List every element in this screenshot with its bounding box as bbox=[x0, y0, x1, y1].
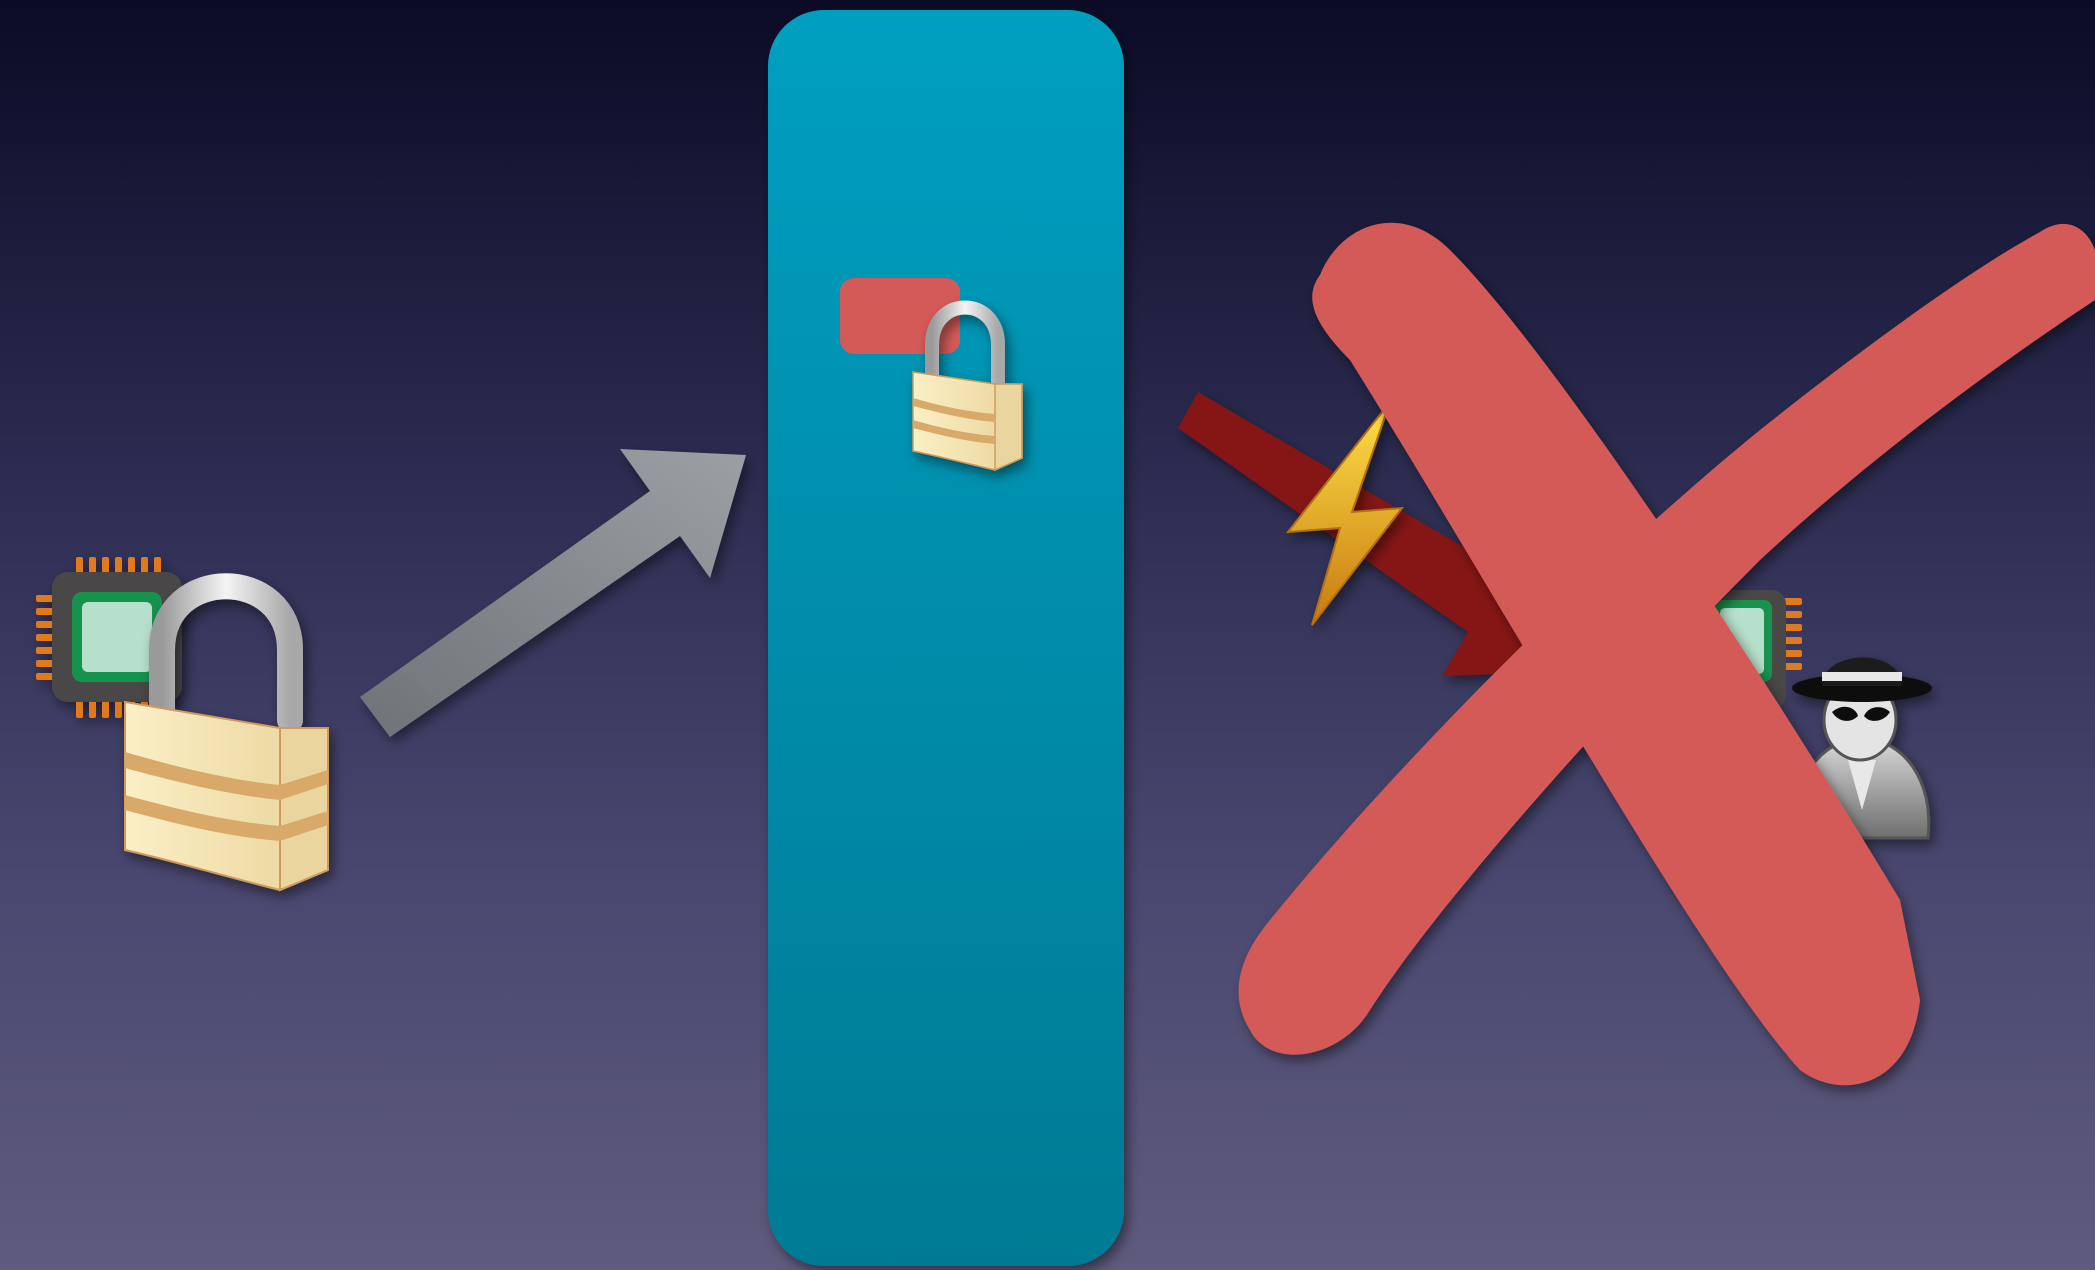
upload-arrow-icon bbox=[360, 449, 746, 737]
left-padlock-icon bbox=[125, 586, 328, 890]
server-panel bbox=[768, 10, 1124, 1266]
blocked-cross-icon bbox=[1239, 223, 2095, 1085]
lightning-icon bbox=[1288, 402, 1402, 625]
